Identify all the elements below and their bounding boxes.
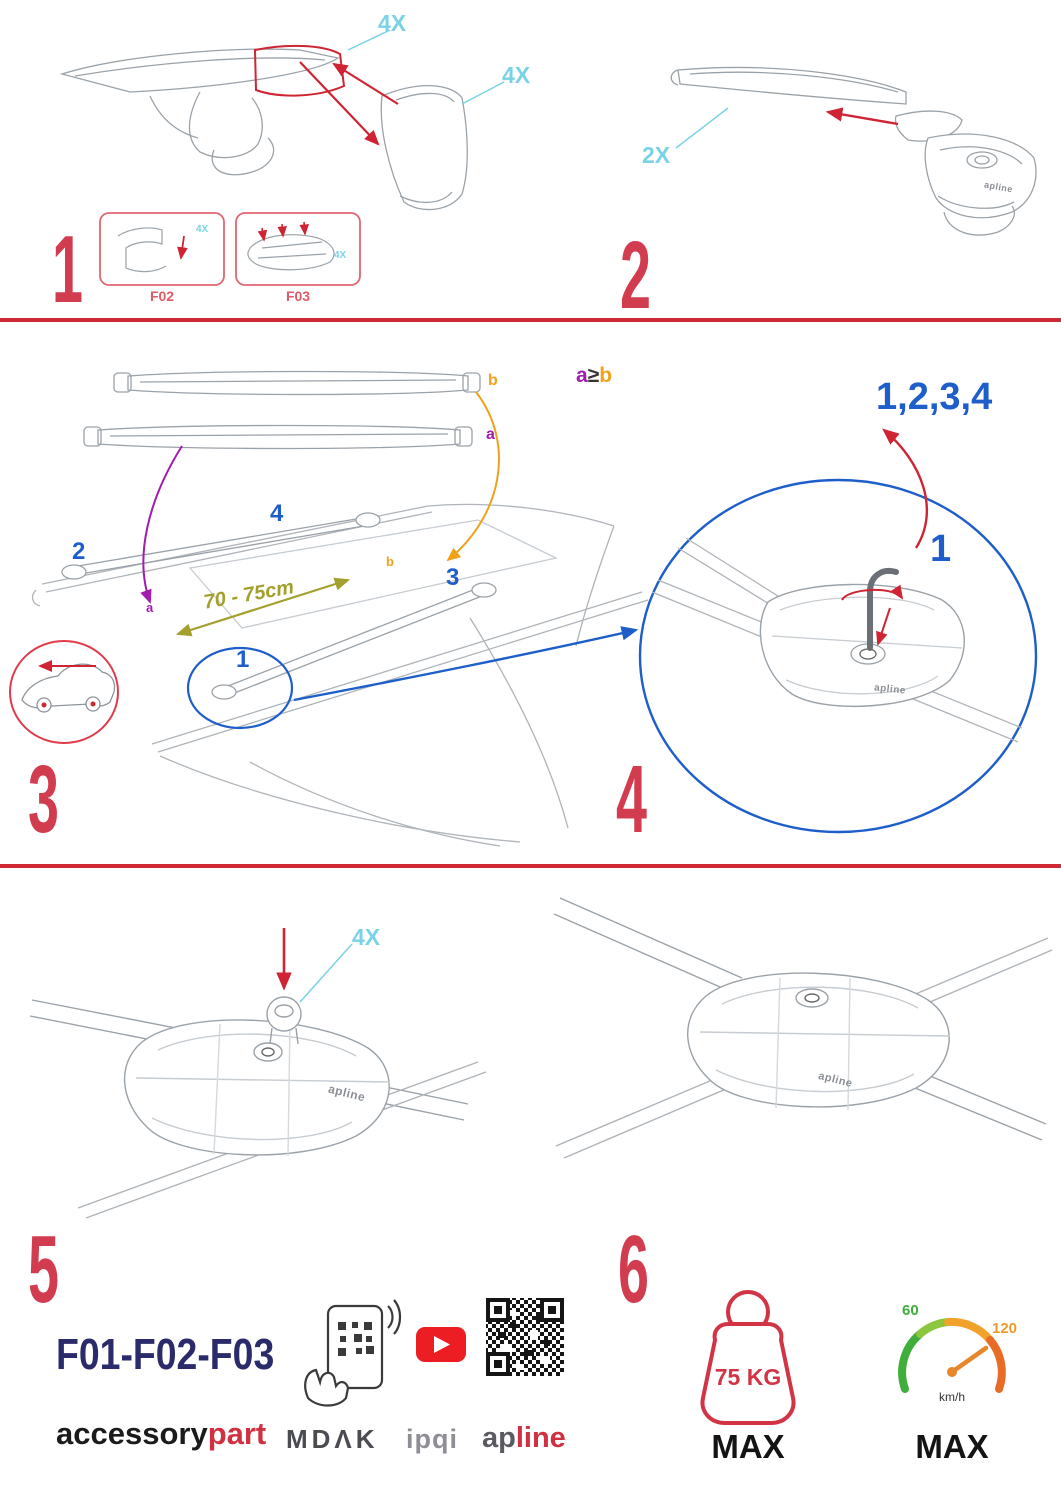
- model-codes: F01-F02-F03: [56, 1330, 275, 1379]
- speed-limit-max: MAX: [915, 1428, 989, 1465]
- step6-mounted-foot-drawing: [553, 897, 1053, 1159]
- speedometer-icon: [898, 1317, 1006, 1393]
- brand-apline-part2: line: [515, 1422, 566, 1454]
- tightening-first-label: 1: [930, 528, 952, 570]
- step4-tightening-detail-drawing: [638, 428, 1038, 834]
- length-rule: a≥b: [576, 364, 612, 388]
- weight-limit-icon: [700, 1290, 796, 1425]
- section-divider-bottom: [0, 864, 1061, 868]
- brand-apline-part1: ap: [482, 1422, 516, 1454]
- brand-mdak: MDΛK: [286, 1424, 379, 1454]
- step3-roof-scene-drawing: [9, 370, 649, 847]
- step3-number: 3: [28, 746, 59, 853]
- step1-qty-cover-label: 4X: [378, 10, 407, 36]
- length-rule-b: b: [599, 364, 613, 387]
- step1-crossbar-endcap-drawing: [59, 29, 505, 211]
- step4-number: 4: [616, 746, 647, 853]
- position-2-label: 2: [72, 538, 86, 565]
- part-box-f02-qty: 4X: [196, 224, 209, 235]
- step5-knob-drawing: [29, 928, 487, 1219]
- bar-a-label: a: [486, 426, 495, 443]
- step2-qty-label: 2X: [642, 142, 671, 168]
- length-rule-a: a: [576, 364, 588, 387]
- position-3-label: 3: [446, 564, 460, 591]
- section-divider-top: [0, 318, 1061, 322]
- weight-limit-max: MAX: [711, 1428, 785, 1465]
- brand-ipqi: ipqi: [406, 1424, 458, 1454]
- speed-low-label: 60: [902, 1302, 919, 1319]
- step5-qty-label: 4X: [352, 924, 381, 950]
- brand-apline: apline: [482, 1422, 566, 1455]
- tightening-sequence-label: 1,2,3,4: [876, 376, 993, 418]
- step2-crossbar-drawing: [670, 66, 1037, 236]
- length-rule-operator: ≥: [587, 364, 600, 387]
- part-box-f03-qty: 4X: [334, 250, 347, 261]
- youtube-icon: [416, 1327, 466, 1362]
- roof-a-label: a: [146, 600, 154, 615]
- part-box-f03-label: F03: [285, 288, 311, 304]
- brand-accessory-part1: accessory: [56, 1416, 208, 1451]
- step1-number: 1: [52, 216, 83, 323]
- position-1-label: 1: [236, 646, 250, 673]
- brand-accessorypart: accessorypart: [56, 1416, 266, 1452]
- step5-number: 5: [28, 1216, 59, 1323]
- step1-part-boxes: [99, 212, 361, 286]
- part-box-f02-label: F02: [149, 288, 175, 304]
- roof-b-label: b: [386, 554, 394, 569]
- bar-b-label: b: [488, 372, 498, 389]
- car-direction-inset: [9, 640, 119, 744]
- weight-limit-value: 75 KG: [714, 1364, 782, 1390]
- brand-accessory-part2: part: [207, 1416, 267, 1451]
- step2-number: 2: [620, 222, 651, 329]
- qr-code: [486, 1298, 564, 1376]
- speed-unit-label: km/h: [938, 1390, 965, 1404]
- speed-high-label: 120: [992, 1320, 1018, 1337]
- step6-number: 6: [618, 1216, 649, 1323]
- phone-scan-icon: [304, 1299, 402, 1407]
- position-4-label: 4: [270, 500, 284, 527]
- step1-qty-cap-label: 4X: [502, 62, 531, 88]
